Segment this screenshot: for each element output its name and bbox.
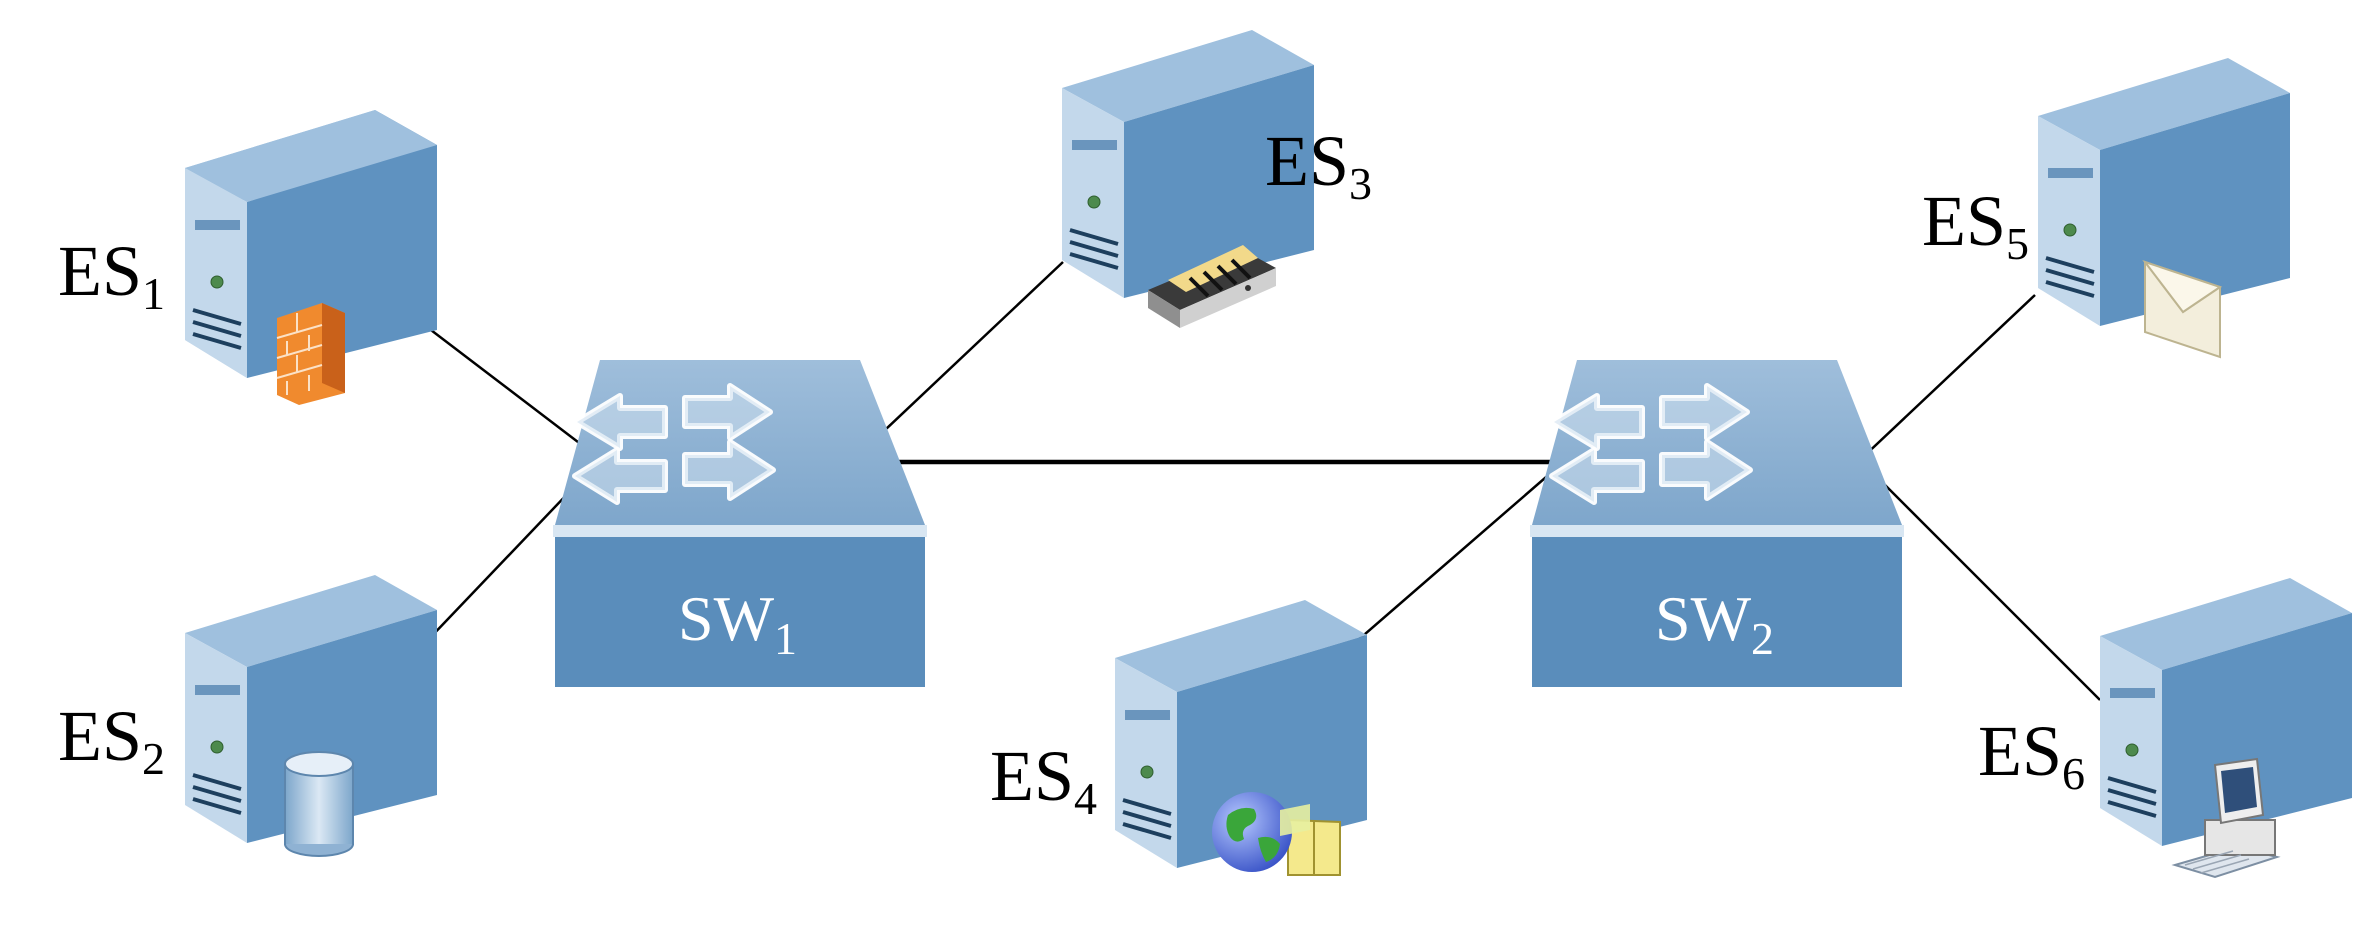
node-es1: ES1 [58, 110, 437, 405]
node-es4: ES4 [990, 600, 1367, 876]
node-es2: ES2 [58, 575, 437, 857]
label-sw1: SW1 [678, 583, 797, 664]
label-es3: ES3 [1265, 121, 1372, 209]
label-es1: ES1 [58, 231, 165, 319]
link-es6-sw2 [1869, 469, 2101, 701]
web-globe-icon [1212, 792, 1341, 876]
node-es3: ES3 [1062, 30, 1372, 328]
network-switch-icon [553, 360, 927, 687]
workstation-pc-icon [2171, 757, 2281, 879]
printer-icon [1148, 245, 1276, 328]
link-es3-sw1 [884, 261, 1064, 431]
server-icon [185, 110, 437, 378]
node-sw2: SW2 [1530, 360, 1904, 687]
label-es4: ES4 [990, 736, 1097, 824]
label-sw2: SW2 [1655, 583, 1774, 664]
link-es5-sw2 [1859, 294, 2036, 461]
label-es5: ES5 [1922, 181, 2029, 269]
firewall-icon [276, 303, 345, 405]
server-icon [1062, 30, 1314, 298]
server-icon [2100, 578, 2352, 846]
node-es6: ES6 [1978, 578, 2352, 879]
mail-envelope-icon [2142, 260, 2223, 359]
node-es5: ES5 [1922, 58, 2290, 359]
label-es2: ES2 [58, 696, 165, 784]
node-sw1: SW1 [553, 360, 927, 687]
network-switch-icon [1530, 360, 1904, 687]
label-es6: ES6 [1978, 711, 2085, 799]
database-icon [284, 751, 354, 857]
